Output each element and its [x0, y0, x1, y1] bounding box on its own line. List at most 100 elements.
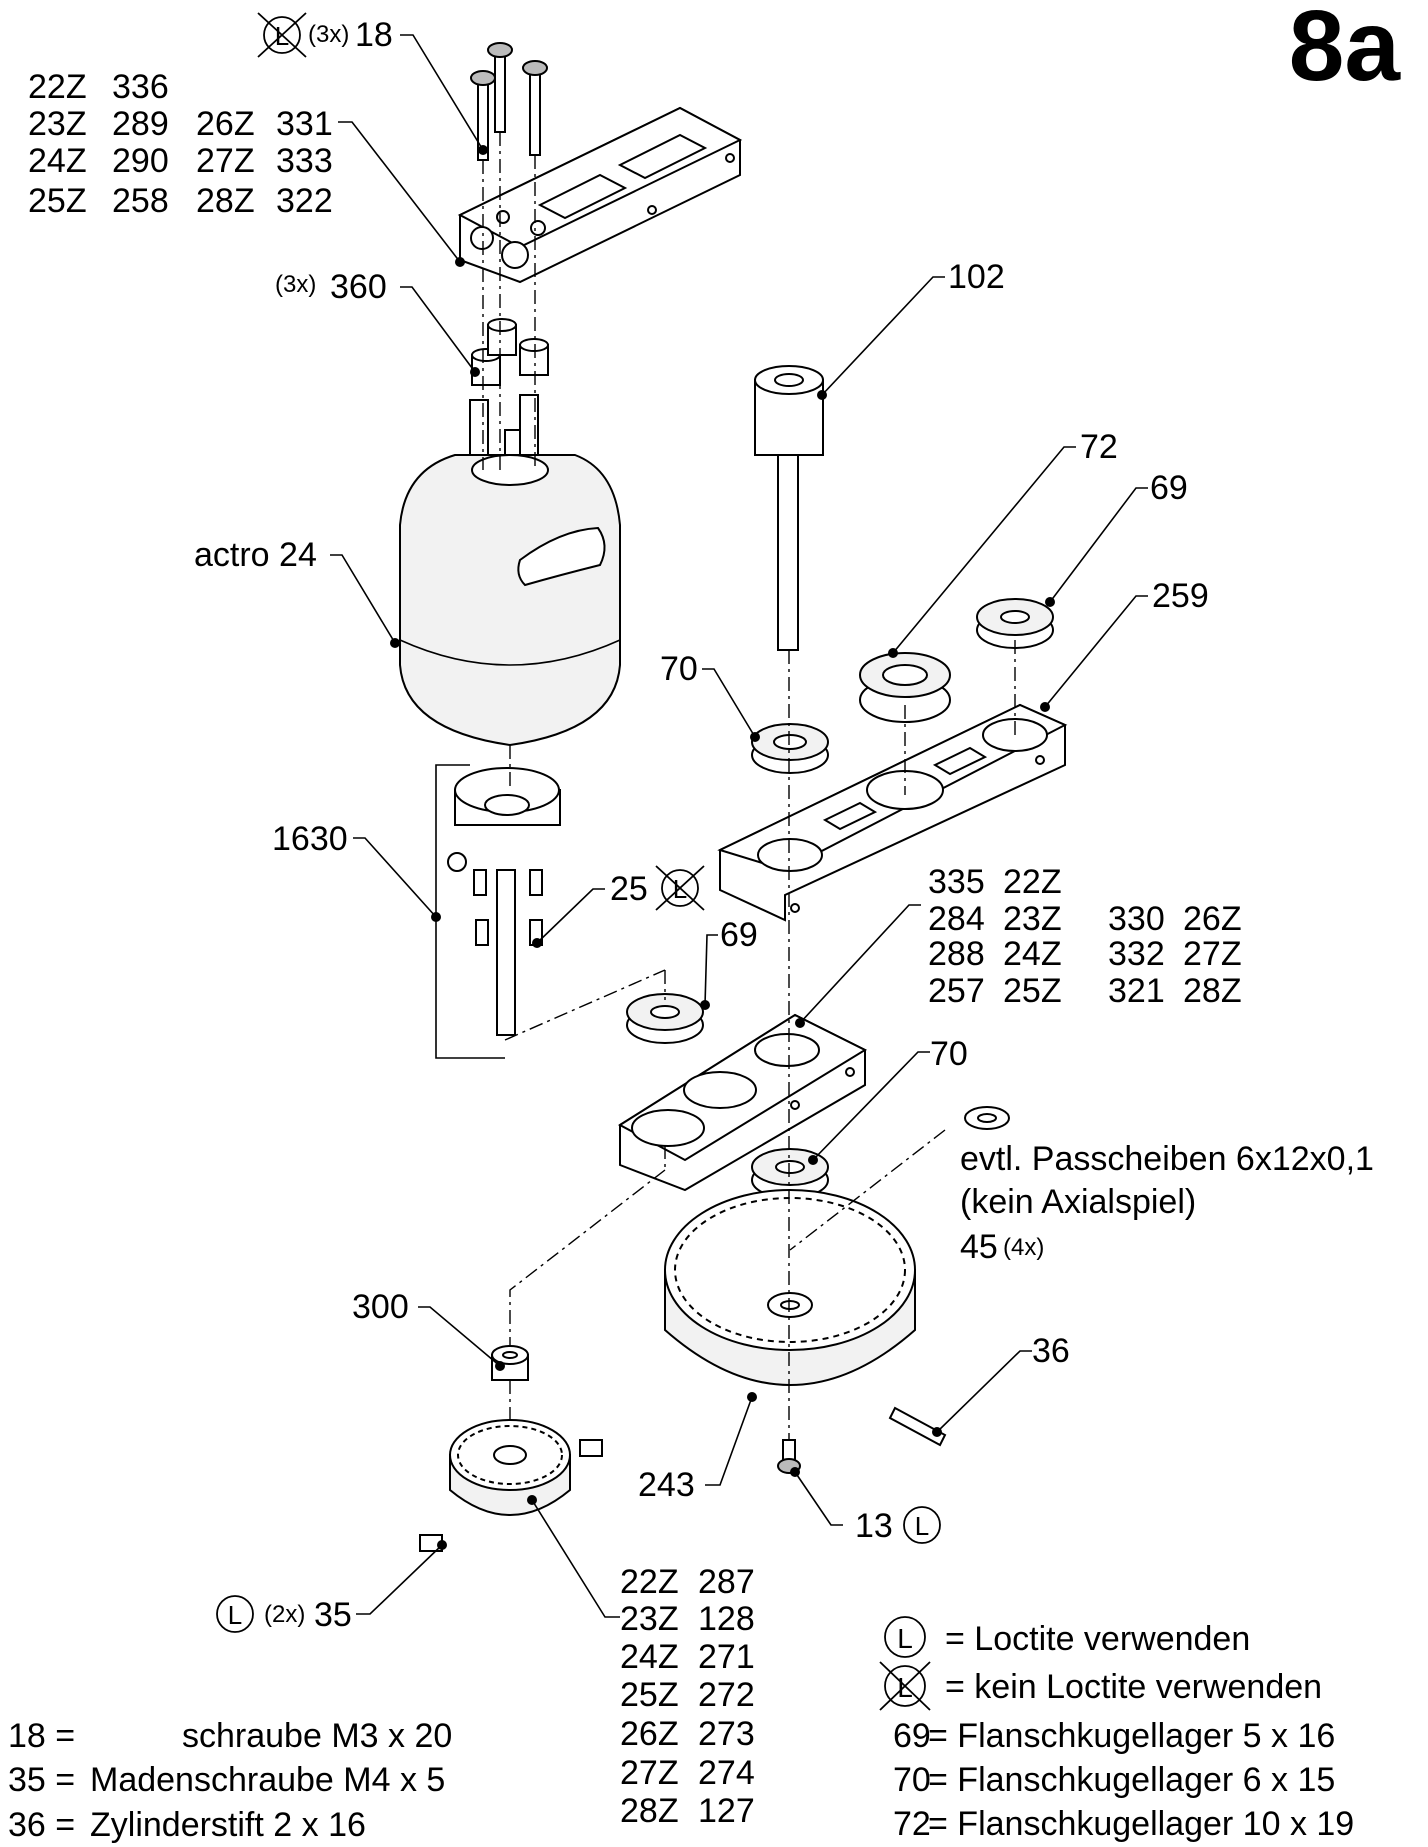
- svg-text:287: 287: [698, 1563, 755, 1601]
- svg-text:Zylinderstift 2 x 16: Zylinderstift 2 x 16: [90, 1806, 366, 1844]
- svg-text:L: L: [915, 1511, 929, 1541]
- shim-washer-45: [964, 1106, 1010, 1130]
- svg-text:284: 284: [928, 900, 985, 938]
- svg-text:22Z: 22Z: [1003, 863, 1062, 901]
- svg-text:335: 335: [928, 863, 985, 901]
- svg-text:23Z: 23Z: [620, 1600, 679, 1638]
- svg-text:schraube M3 x 20: schraube M3 x 20: [182, 1717, 452, 1755]
- bearing-69-lower: [626, 993, 704, 1044]
- svg-text:27Z: 27Z: [1183, 935, 1242, 973]
- callout-259: 259: [1152, 577, 1209, 615]
- svg-text:288: 288: [928, 935, 985, 973]
- svg-text:22Z: 22Z: [28, 68, 87, 106]
- svg-text:28Z: 28Z: [196, 182, 255, 220]
- callout-35: 35: [314, 1596, 352, 1634]
- leader-lines: [330, 34, 1148, 1618]
- svg-text:331: 331: [276, 105, 333, 143]
- svg-text:L: L: [897, 1623, 913, 1654]
- legend-left: 18 = schraube M3 x 20 35 = Madenschraube…: [8, 1717, 452, 1844]
- svg-text:271: 271: [698, 1638, 755, 1676]
- no-loctite-symbol-25: L: [655, 865, 705, 911]
- svg-text:35 =: 35 =: [8, 1761, 75, 1799]
- main-gear-243: [664, 1189, 916, 1386]
- svg-text:321: 321: [1108, 972, 1165, 1010]
- svg-text:= Flanschkugellager 5 x 16: = Flanschkugellager 5 x 16: [928, 1717, 1335, 1755]
- bearing-69-upper: [976, 598, 1054, 649]
- top-plate-table: 22Z 336 23Z 289 24Z 290 25Z 258 26Z 331 …: [28, 68, 333, 220]
- pin-36: [888, 1406, 947, 1447]
- svg-text:24Z: 24Z: [28, 142, 87, 180]
- svg-text:289: 289: [112, 105, 169, 143]
- svg-text:26Z: 26Z: [1183, 900, 1242, 938]
- svg-text:257: 257: [928, 972, 985, 1010]
- svg-text:290: 290: [112, 142, 169, 180]
- svg-text:333: 333: [276, 142, 333, 180]
- svg-text:= Flanschkugellager 6 x 15: = Flanschkugellager 6 x 15: [928, 1761, 1335, 1799]
- callout-45: 45: [960, 1228, 998, 1266]
- callout-360: 360: [330, 268, 387, 306]
- mid-plate-table: 335 22Z 284 23Z 288 24Z 257 25Z 330 26Z …: [928, 863, 1242, 1010]
- svg-text:28Z: 28Z: [620, 1792, 679, 1830]
- callout-18-qty: (3x): [308, 21, 349, 48]
- callout-102: 102: [948, 258, 1005, 296]
- pinion-shaft-102: [754, 365, 824, 651]
- pinion-table: 22Z 287 23Z 128 24Z 271 25Z 272 26Z 273 …: [620, 1563, 755, 1830]
- svg-text:26Z: 26Z: [620, 1715, 679, 1753]
- svg-text:25Z: 25Z: [28, 182, 87, 220]
- callout-72: 72: [1080, 428, 1118, 466]
- callout-243: 243: [638, 1466, 695, 1504]
- callout-45-qty: (4x): [1003, 1234, 1044, 1261]
- drive-pinion: [419, 1419, 603, 1552]
- pinion-hub-1630: [435, 764, 561, 1059]
- callout-360-qty: (3x): [275, 271, 316, 298]
- bearing-70-upper: [751, 723, 829, 774]
- svg-text:Madenschraube M4 x 5: Madenschraube M4 x 5: [90, 1761, 445, 1799]
- assembly-axes: [482, 132, 1016, 1440]
- spacer-300: [491, 1345, 529, 1381]
- callout-69-upper: 69: [1150, 469, 1188, 507]
- svg-text:27Z: 27Z: [620, 1754, 679, 1792]
- legend-no-loctite: = kein Loctite verwenden: [945, 1668, 1322, 1706]
- svg-text:28Z: 28Z: [1183, 972, 1242, 1010]
- legend-right: L = Loctite verwenden L = kein Loctite v…: [879, 1616, 1354, 1843]
- callout-36: 36: [1032, 1332, 1070, 1370]
- bearing-72: [859, 652, 951, 723]
- callout-35-qty: (2x): [264, 1601, 305, 1628]
- svg-text:L: L: [228, 1600, 242, 1630]
- svg-text:23Z: 23Z: [28, 105, 87, 143]
- svg-text:70: 70: [893, 1761, 931, 1799]
- svg-text:127: 127: [698, 1792, 755, 1830]
- svg-text:322: 322: [276, 182, 333, 220]
- top-motor-plate: [457, 106, 743, 284]
- svg-text:27Z: 27Z: [196, 142, 255, 180]
- svg-text:69: 69: [893, 1717, 931, 1755]
- no-loctite-symbol-18: L: [257, 12, 307, 58]
- svg-text:25Z: 25Z: [620, 1676, 679, 1714]
- svg-text:336: 336: [112, 68, 169, 106]
- callout-1630: 1630: [272, 820, 348, 858]
- callout-70-upper: 70: [660, 650, 698, 688]
- svg-text:258: 258: [112, 182, 169, 220]
- svg-text:24Z: 24Z: [1003, 935, 1062, 973]
- svg-text:128: 128: [698, 1600, 755, 1638]
- callout-25: 25: [610, 870, 648, 908]
- callout-13: 13: [855, 1507, 893, 1545]
- svg-text:24Z: 24Z: [620, 1638, 679, 1676]
- svg-text:332: 332: [1108, 935, 1165, 973]
- page-number: 8a: [1289, 0, 1402, 102]
- svg-text:L: L: [897, 1672, 913, 1703]
- shim-note-line1: evtl. Passcheiben 6x12x0,1: [960, 1140, 1374, 1178]
- svg-text:272: 272: [698, 1676, 755, 1714]
- svg-text:18 =: 18 =: [8, 1717, 75, 1755]
- callout-18: 18: [355, 16, 393, 54]
- svg-text:36 =: 36 =: [8, 1806, 75, 1844]
- svg-text:25Z: 25Z: [1003, 972, 1062, 1010]
- svg-text:= Flanschkugellager 10 x 19: = Flanschkugellager 10 x 19: [928, 1805, 1354, 1843]
- callout-70-lower: 70: [930, 1035, 968, 1073]
- loctite-symbol-13: L: [903, 1506, 941, 1544]
- callout-labels: (3x) 18 (3x) 360 102 72 69 259 70 actro …: [194, 16, 1374, 1634]
- motor-actro-24: [399, 394, 621, 747]
- shim-note-line2: (kein Axialspiel): [960, 1183, 1196, 1221]
- svg-text:22Z: 22Z: [620, 1563, 679, 1601]
- callout-69-lower: 69: [720, 916, 758, 954]
